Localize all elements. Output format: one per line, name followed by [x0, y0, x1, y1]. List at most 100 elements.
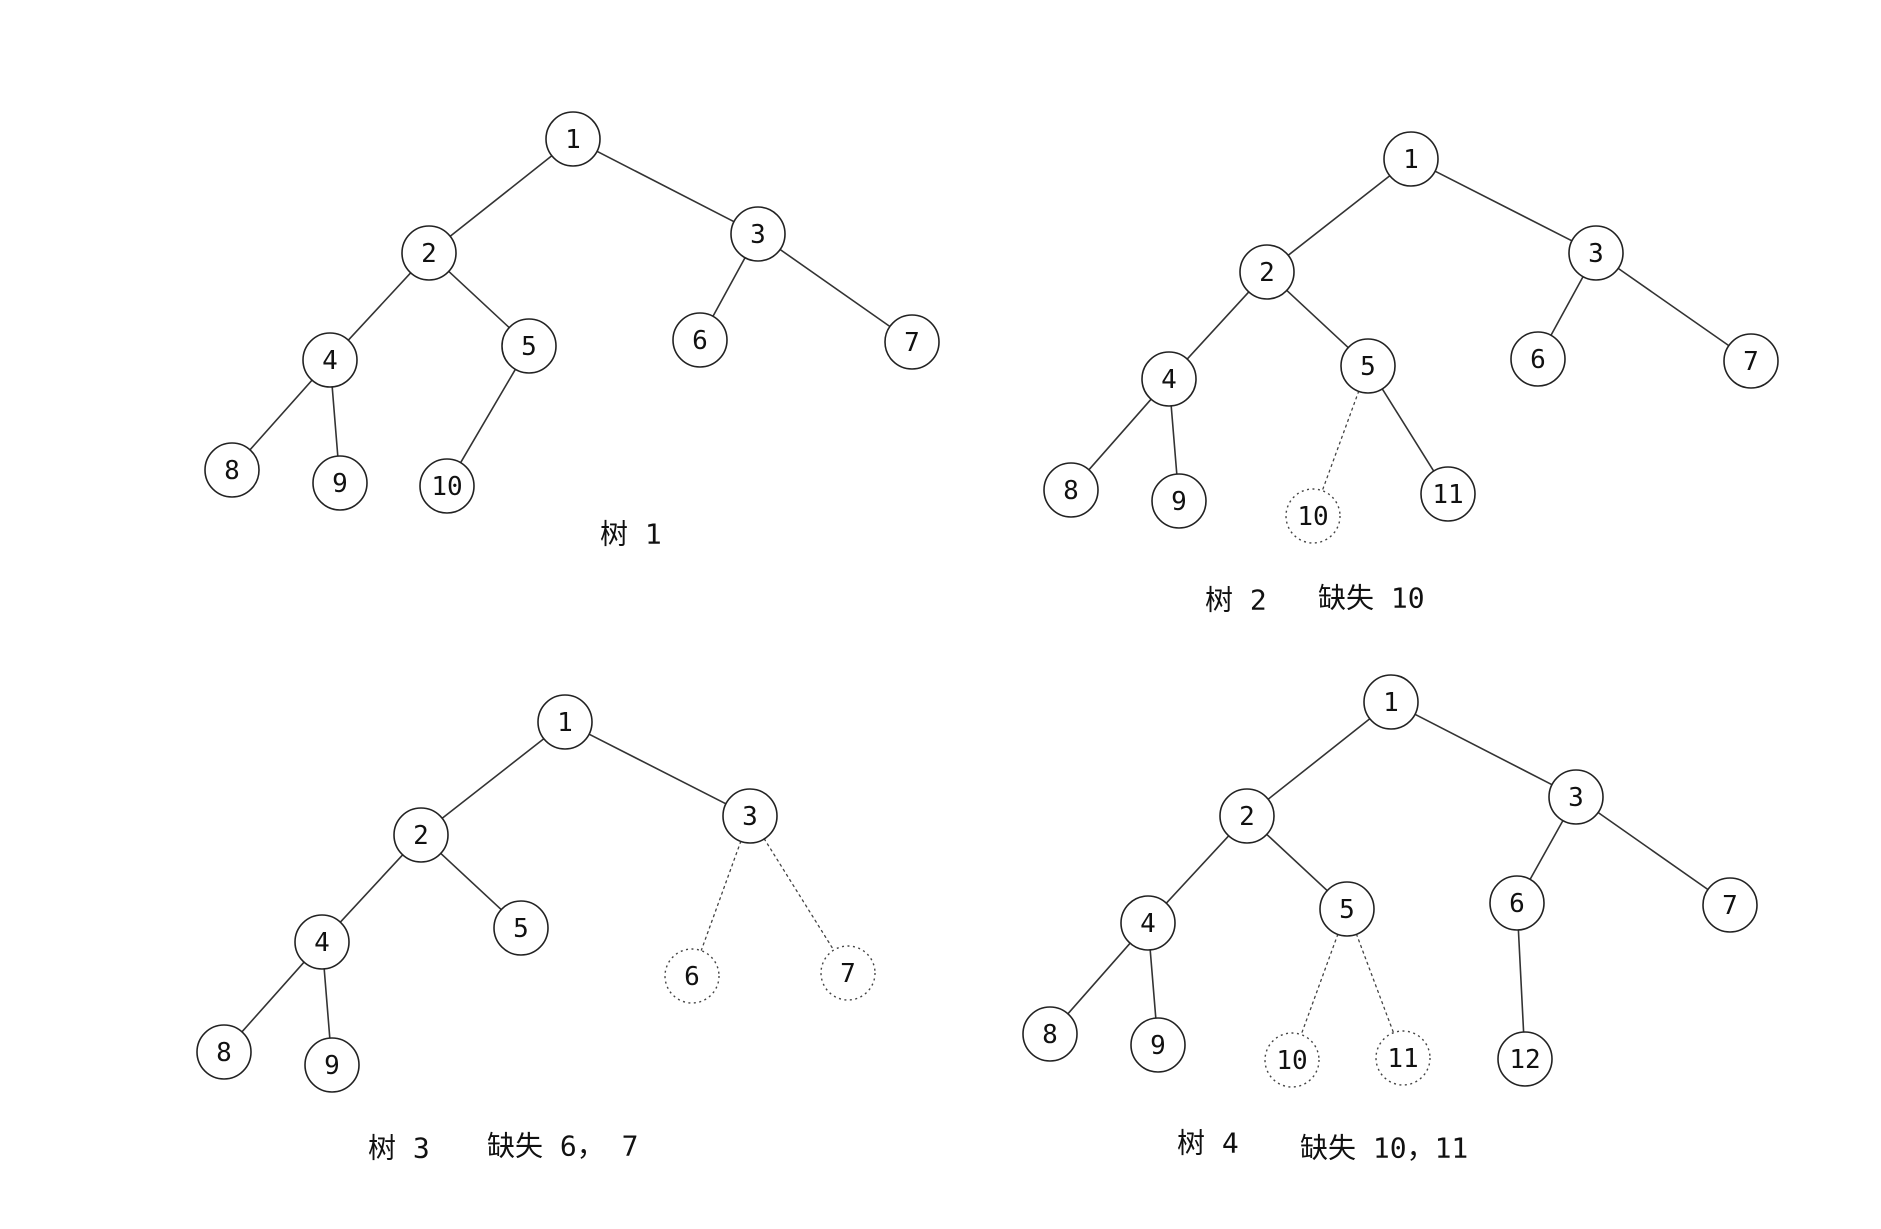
- node-circle: [1420, 466, 1476, 522]
- node-label: 3: [1568, 783, 1584, 813]
- node-circle: [1120, 895, 1176, 951]
- node-label: 9: [1150, 1031, 1166, 1061]
- node-circle: [1510, 331, 1566, 387]
- tree-4-node-11: 11: [1375, 1030, 1431, 1086]
- node-label: 12: [1509, 1045, 1540, 1075]
- tree-2-node-4: 4: [1141, 351, 1197, 407]
- node-label: 7: [904, 328, 920, 358]
- tree-4-edge-2-4: [1165, 834, 1230, 905]
- tree-1-node-9: 9: [312, 455, 368, 511]
- node-circle: [722, 788, 778, 844]
- node-circle: [537, 694, 593, 750]
- node-circle: [1219, 788, 1275, 844]
- node-circle: [393, 807, 449, 863]
- tree-1-node-2: 2: [401, 225, 457, 281]
- tree-2-node-1: 1: [1383, 131, 1439, 187]
- tree-2-edge-1-3: [1434, 170, 1573, 242]
- tree-4-note: 缺失 10，11: [1300, 1132, 1468, 1165]
- tree-4-edge-4-8: [1067, 942, 1131, 1015]
- tree-3-node-5: 5: [493, 900, 549, 956]
- node-circle: [884, 314, 940, 370]
- node-circle: [204, 442, 260, 498]
- node-label: 10: [431, 472, 462, 502]
- node-circle: [1363, 674, 1419, 730]
- tree-4-node-4: 4: [1120, 895, 1176, 951]
- node-label: 2: [421, 239, 437, 269]
- node-label: 3: [1588, 239, 1604, 269]
- node-label: 11: [1387, 1044, 1418, 1074]
- node-label: 4: [314, 928, 330, 958]
- tree-1-node-5: 5: [501, 318, 557, 374]
- node-circle: [1130, 1017, 1186, 1073]
- node-circle: [1723, 333, 1779, 389]
- node-circle: [1548, 769, 1604, 825]
- tree-4-edge-1-3: [1414, 713, 1553, 786]
- node-circle: [493, 900, 549, 956]
- tree-1-node-10: 10: [419, 458, 475, 514]
- node-label: 6: [1509, 889, 1525, 919]
- tree-1-edge-4-9: [331, 386, 339, 457]
- tree-2-edge-1-2: [1287, 174, 1391, 257]
- node-label: 6: [692, 326, 708, 356]
- tree-3-note: 缺失 6， 7: [487, 1130, 638, 1163]
- node-label: 7: [1743, 347, 1759, 377]
- tree-2-note: 缺失 10: [1318, 582, 1425, 615]
- tree-4-node-6: 6: [1489, 875, 1545, 931]
- node-circle: [294, 914, 350, 970]
- node-circle: [304, 1037, 360, 1093]
- tree-1-edge-1-3: [596, 150, 735, 223]
- tree-4-node-5: 5: [1319, 881, 1375, 937]
- node-label: 5: [1339, 895, 1355, 925]
- node-label: 5: [1360, 352, 1376, 382]
- tree-1-edge-5-10: [459, 368, 517, 464]
- tree-3-caption: 树 3: [368, 1132, 430, 1165]
- node-circle: [1043, 462, 1099, 518]
- node-circle: [730, 206, 786, 262]
- node-circle: [419, 458, 475, 514]
- node-circle: [1151, 473, 1207, 529]
- tree-1-node-6: 6: [672, 312, 728, 368]
- tree-4-edge-3-7: [1597, 811, 1709, 891]
- node-label: 7: [1722, 891, 1738, 921]
- tree-2-node-11: 11: [1420, 466, 1476, 522]
- node-label: 9: [324, 1051, 340, 1081]
- node-label: 4: [1140, 909, 1156, 939]
- node-circle: [1489, 875, 1545, 931]
- tree-4-node-3: 3: [1548, 769, 1604, 825]
- tree-4-edge-5-11: [1355, 933, 1395, 1034]
- tree-2-edge-4-9: [1170, 405, 1178, 475]
- tree-2-edge-3-7: [1617, 267, 1730, 347]
- node-label: 11: [1432, 480, 1463, 510]
- tree-4-node-1: 1: [1363, 674, 1419, 730]
- tree-2-edge-3-6: [1550, 275, 1584, 337]
- node-circle: [672, 312, 728, 368]
- tree-4-node-12: 12: [1497, 1031, 1553, 1087]
- tree-3-node-1: 1: [537, 694, 593, 750]
- tree-4-node-10: 10: [1264, 1032, 1320, 1088]
- node-label: 8: [216, 1038, 232, 1068]
- tree-1-node-7: 7: [884, 314, 940, 370]
- node-label: 1: [565, 125, 581, 155]
- node-label: 1: [557, 708, 573, 738]
- node-label: 8: [224, 456, 240, 486]
- node-circle: [1022, 1006, 1078, 1062]
- node-label: 10: [1276, 1046, 1307, 1076]
- tree-3-node-7: 7: [820, 945, 876, 1001]
- node-label: 2: [1239, 802, 1255, 832]
- node-label: 1: [1383, 688, 1399, 718]
- node-circle: [196, 1024, 252, 1080]
- tree-3-node-2: 2: [393, 807, 449, 863]
- node-circle: [820, 945, 876, 1001]
- node-label: 5: [513, 914, 529, 944]
- tree-3-edge-3-6: [700, 840, 742, 952]
- tree-4-edge-2-5: [1266, 833, 1328, 892]
- tree-2-edge-2-5: [1286, 289, 1349, 349]
- node-circle: [401, 225, 457, 281]
- tree-2-node-9: 9: [1151, 473, 1207, 529]
- node-label: 1: [1403, 145, 1419, 175]
- tree-1-node-8: 8: [204, 442, 260, 498]
- tree-1-node-3: 3: [730, 206, 786, 262]
- node-circle: [1264, 1032, 1320, 1088]
